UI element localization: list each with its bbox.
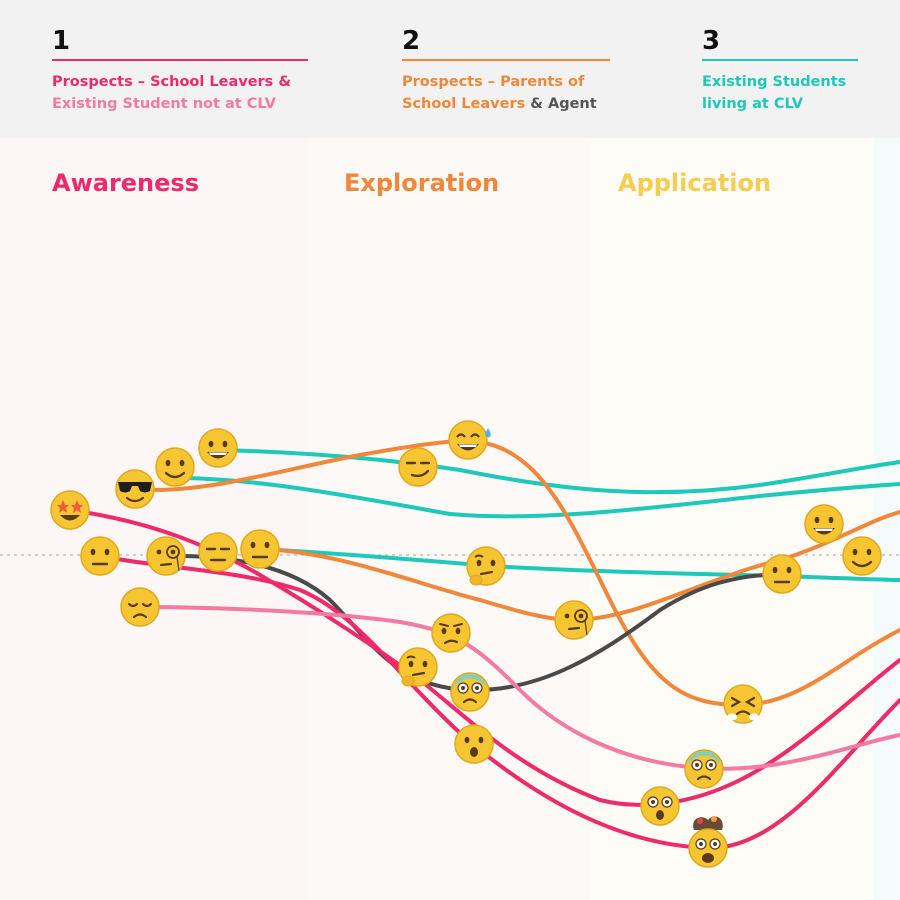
journey-line-existing-student-b	[173, 476, 900, 519]
expressionless-face-emoji	[198, 532, 238, 572]
journey-line-existing-student-a	[216, 448, 900, 495]
thinking-face-emoji	[398, 647, 438, 687]
slight-smile-emoji	[155, 447, 195, 487]
journey-line-existing-student-c	[260, 547, 900, 582]
smiling-sunglasses-emoji	[115, 469, 155, 509]
grinning-face-emoji	[804, 504, 844, 544]
fearful-face-emoji	[684, 749, 724, 789]
persona-3-desc-line2: living at CLV	[702, 96, 803, 112]
persona-2-desc-parents: School Leavers	[402, 96, 526, 112]
persona-2-desc-line1: Prospects – Parents of	[402, 74, 585, 90]
thinking-face-emoji	[466, 546, 506, 586]
persona-2-desc-agent: & Agent	[530, 96, 597, 112]
stage-title-exploration: Exploration	[344, 169, 500, 197]
stage-title-application: Application	[618, 169, 772, 197]
persona-2-description: Prospects – Parents of School Leavers & …	[402, 71, 610, 115]
persona-3-number: 3	[702, 26, 721, 56]
journey-line-school-leaver-b	[98, 554, 900, 851]
persona-1-desc-line1: Prospects – School Leavers &	[52, 74, 292, 90]
star-struck-emoji	[50, 490, 90, 530]
smirking-face-emoji	[398, 447, 438, 487]
monocle-face-emoji	[146, 536, 186, 576]
persona-2-desc-line2: School Leavers & Agent	[402, 93, 610, 115]
neutral-face-emoji	[80, 536, 120, 576]
hushed-face-emoji	[454, 724, 494, 764]
grinning-sweat-emoji	[448, 420, 491, 460]
persona-3-description: Existing Students living at CLV	[702, 71, 858, 115]
stage-title-awareness: Awareness	[52, 169, 199, 197]
neutral-face-emoji	[762, 554, 802, 594]
astonished-face-emoji	[640, 786, 680, 826]
journey-line-existing-not-clv	[138, 605, 900, 771]
emoji-layer	[50, 420, 882, 868]
fearful-face-emoji	[450, 672, 490, 712]
persona-2-number: 2	[402, 26, 421, 56]
pensive-face-emoji	[120, 587, 160, 627]
persona-3: 3 Existing Students living at CLV	[702, 26, 858, 115]
persona-1: 1 Prospects – School Leavers & Existing …	[52, 26, 308, 115]
persona-1-rule	[52, 59, 308, 61]
persona-header: 1 Prospects – School Leavers & Existing …	[0, 0, 900, 138]
exploding-head-emoji	[688, 816, 728, 868]
persona-3-desc-line1: Existing Students	[702, 74, 847, 90]
neutral-face-emoji	[240, 529, 280, 569]
persona-2: 2 Prospects – Parents of School Leavers …	[402, 26, 610, 115]
persona-3-rule	[702, 59, 858, 61]
persona-1-desc-line2: Existing Student not at CLV	[52, 96, 276, 112]
persona-1-number: 1	[52, 26, 71, 56]
slight-smile-emoji	[842, 536, 882, 576]
persona-2-rule	[402, 59, 610, 61]
awareness-band	[0, 138, 308, 900]
grinning-face-emoji	[198, 428, 238, 468]
persona-1-description: Prospects – School Leavers & Existing St…	[52, 71, 308, 115]
monocle-face-emoji	[554, 600, 594, 640]
confused-face-emoji	[431, 613, 471, 653]
persevering-face-emoji	[723, 684, 763, 724]
